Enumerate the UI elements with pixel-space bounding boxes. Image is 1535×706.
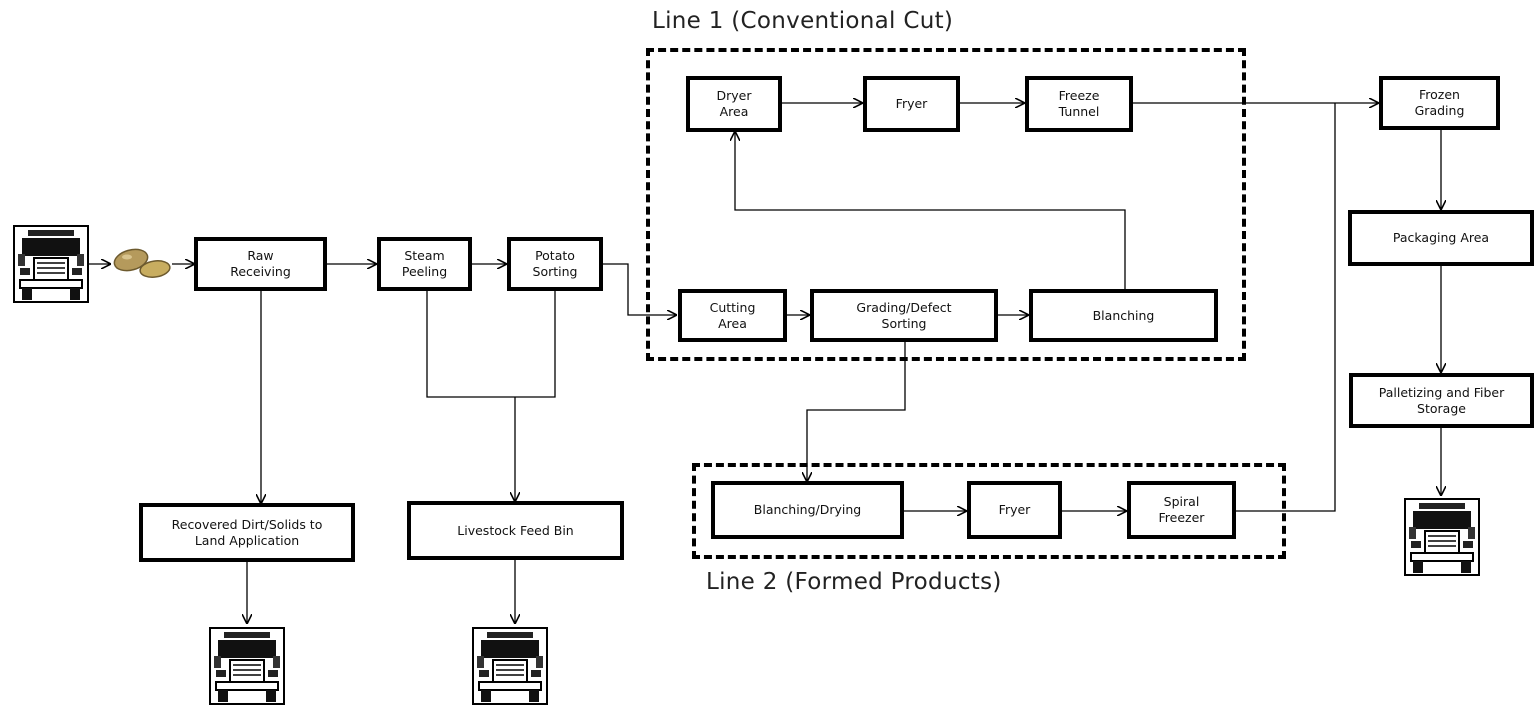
blanching-drying-node: Blanching/Drying — [711, 481, 904, 539]
line1-title: Line 1 (Conventional Cut) — [652, 8, 954, 34]
line2-title: Line 2 (Formed Products) — [706, 569, 1002, 595]
palletizing-node: Palletizing and Fiber Storage — [1349, 373, 1534, 428]
connectors — [86, 103, 1441, 623]
raw-receiving-node: Raw Receiving — [194, 237, 327, 291]
fryer-1-node: Fryer — [863, 76, 960, 132]
cutting-area-node: Cutting Area — [678, 289, 787, 342]
line1-group — [646, 48, 1246, 361]
frozen-grading-node: Frozen Grading — [1379, 76, 1500, 130]
truck-icon — [1404, 498, 1480, 576]
blanching-node: Blanching — [1029, 289, 1218, 342]
truck-icon — [209, 627, 285, 705]
steam-peeling-node: Steam Peeling — [377, 237, 472, 291]
potato-sorting-node: Potato Sorting — [507, 237, 603, 291]
fryer-2-node: Fryer — [967, 481, 1062, 539]
packaging-area-node: Packaging Area — [1348, 210, 1534, 266]
potato-icon — [113, 248, 171, 278]
recovered-dirt-node: Recovered Dirt/Solids to Land Applicatio… — [139, 503, 355, 562]
livestock-feed-node: Livestock Feed Bin — [407, 501, 624, 560]
freeze-tunnel-node: Freeze Tunnel — [1025, 76, 1133, 132]
spiral-freezer-node: Spiral Freezer — [1127, 481, 1236, 539]
grading-defect-node: Grading/Defect Sorting — [810, 289, 998, 342]
truck-icon — [472, 627, 548, 705]
truck-icon — [13, 225, 89, 303]
line2-group — [692, 463, 1286, 559]
dryer-area-node: Dryer Area — [686, 76, 782, 132]
